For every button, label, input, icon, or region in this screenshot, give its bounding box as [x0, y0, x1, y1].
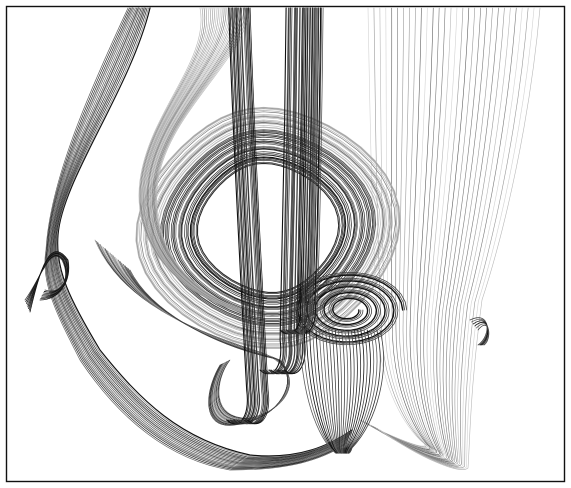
figure-frame	[0, 0, 571, 488]
streamline-figure	[0, 0, 571, 488]
